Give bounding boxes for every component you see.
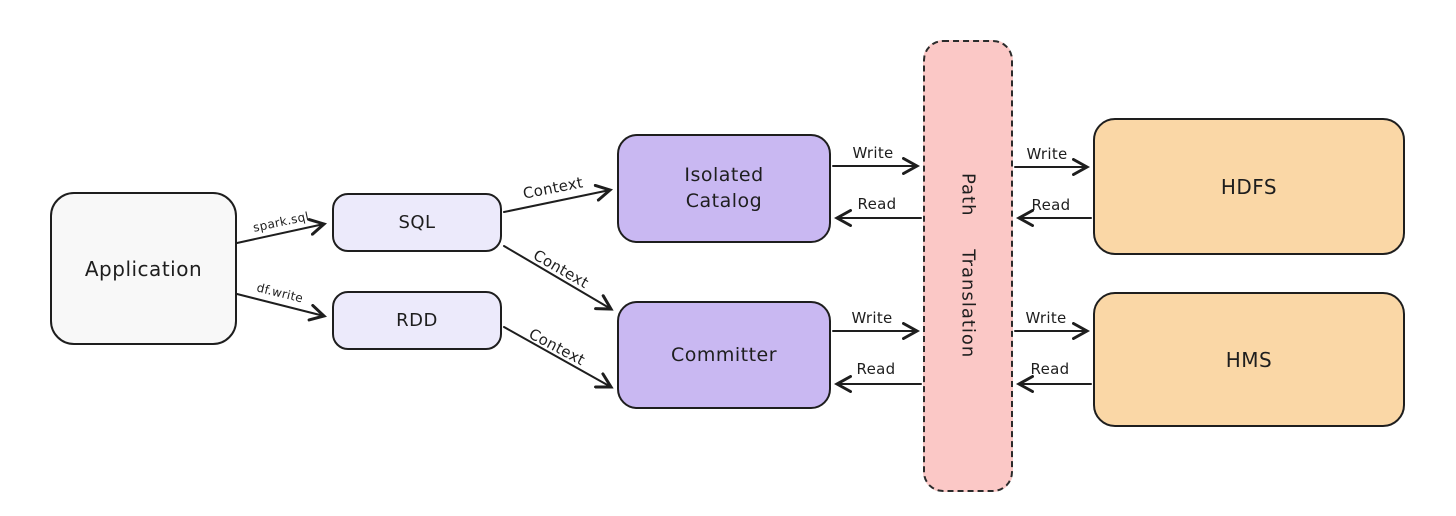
edge-label-write-catalog-path: Write <box>852 144 894 162</box>
edge-label-read-path-committer: Read <box>856 360 896 378</box>
node-application-label: Application <box>84 256 203 281</box>
node-committer: Committer <box>617 301 831 409</box>
node-isolated-catalog-label: Isolated Catalog <box>684 163 764 212</box>
node-rdd: RDD <box>332 291 502 350</box>
edge-label-write-path-hdfs: Write <box>1026 145 1068 163</box>
node-committer-label: Committer <box>670 344 778 366</box>
node-hms: HMS <box>1093 292 1405 427</box>
edge-label-context-sql-catalog: Context <box>521 173 585 203</box>
edge-label-context-sql-committer: Context <box>530 245 592 293</box>
edge-label-context-rdd-committer: Context <box>525 324 589 370</box>
edge-label-read-hms-path: Read <box>1030 360 1070 378</box>
node-sql-label: SQL <box>398 212 436 233</box>
edge-label-read-path-catalog: Read <box>857 195 897 213</box>
edge-label-df-write: df.write <box>255 280 305 306</box>
node-isolated-catalog: Isolated Catalog <box>617 134 831 243</box>
edge-label-read-hdfs-path: Read <box>1031 196 1071 214</box>
node-path-translation: Path Translation <box>923 40 1013 492</box>
node-hms-label: HMS <box>1225 347 1273 372</box>
node-sql: SQL <box>332 193 502 252</box>
edge-label-write-path-hms: Write <box>1025 309 1067 327</box>
edge-label-write-committer-path: Write <box>851 309 893 327</box>
node-hdfs: HDFS <box>1093 118 1405 255</box>
edge-label-spark-sql: spark.sql <box>251 209 311 235</box>
node-hdfs-label: HDFS <box>1220 174 1278 199</box>
node-application: Application <box>50 192 237 345</box>
node-path-translation-label: Path Translation <box>957 173 979 359</box>
node-rdd-label: RDD <box>396 310 438 331</box>
